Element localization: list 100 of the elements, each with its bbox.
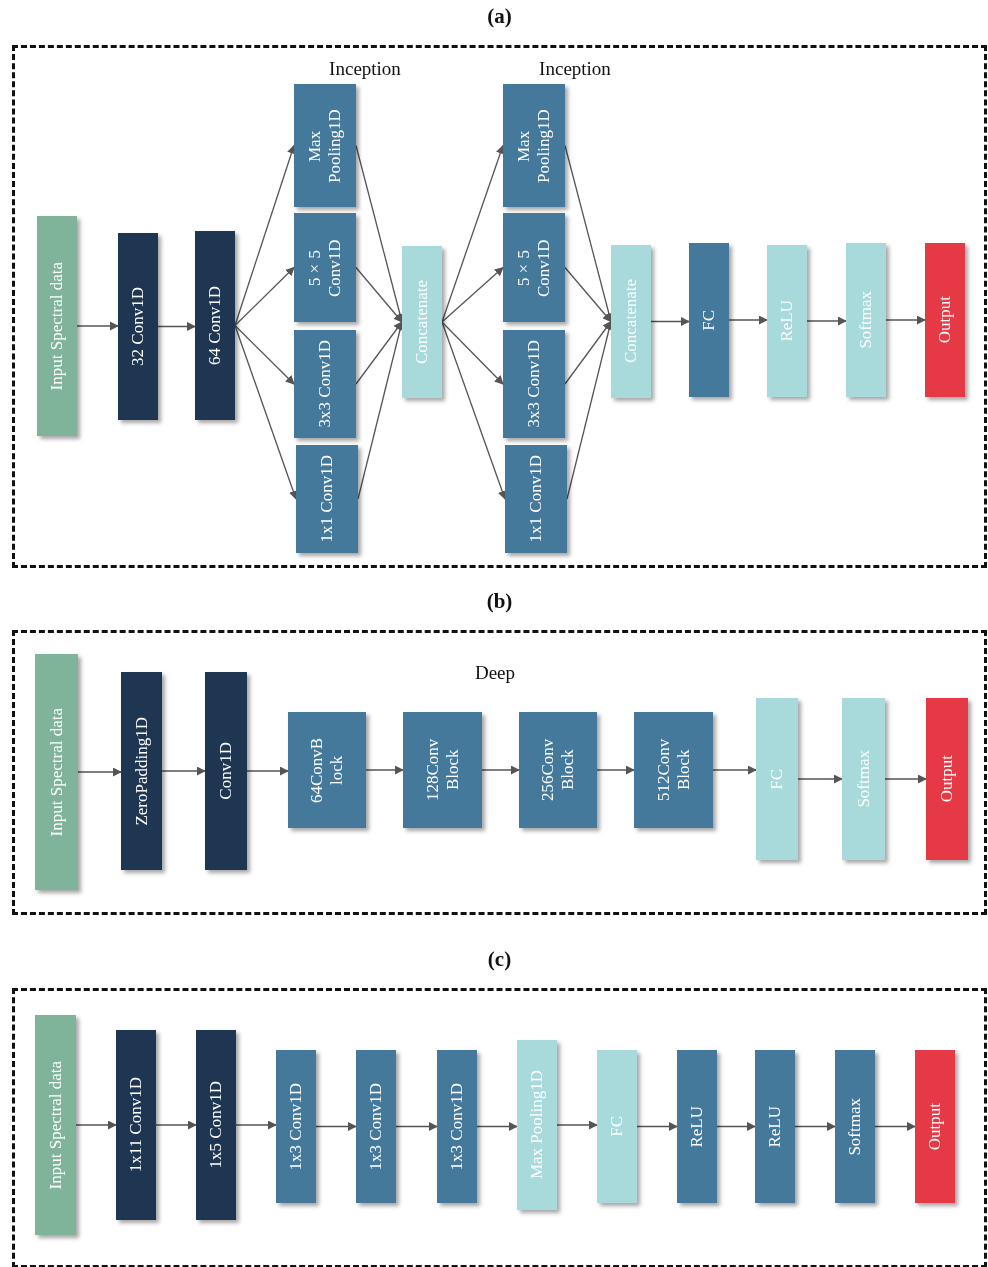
layer-box (767, 245, 807, 397)
layer-box (842, 698, 885, 860)
layer-box (288, 712, 366, 828)
layer-label: Concatenate (621, 279, 641, 364)
layer-label: Max Pooling1D (514, 107, 554, 185)
layer-box (503, 213, 565, 322)
layer-label: 64ConvB lock (307, 736, 347, 805)
arrow (476, 1122, 518, 1131)
layer-label: Softmax (845, 1097, 865, 1156)
arrow (157, 322, 196, 331)
layer-box (205, 672, 247, 870)
layer-label: 512Conv Block (653, 737, 694, 804)
layer-label: 32 Conv1D (128, 287, 148, 366)
layer-box (196, 1030, 236, 1220)
layer-box (846, 243, 886, 397)
arrow (315, 1122, 357, 1131)
arrow (155, 1120, 197, 1130)
arrow (885, 315, 926, 325)
arrow (596, 765, 635, 775)
layer-box (689, 243, 729, 397)
layer-label: 1x11 Conv1D (126, 1077, 146, 1173)
panel-title: (c) (486, 947, 513, 972)
arrow (355, 321, 403, 385)
arrow (556, 1120, 598, 1130)
layer-box (276, 1050, 316, 1203)
layer-label: 1x3 Conv1D (286, 1082, 306, 1171)
arrow (77, 767, 122, 777)
layer-box (118, 233, 158, 420)
layer-box (403, 712, 482, 828)
layer-box (195, 231, 235, 420)
layer-box (611, 245, 651, 398)
layer-box (402, 246, 442, 398)
arrow (794, 1122, 836, 1131)
panel-title: (a) (486, 4, 513, 29)
group-label: Inception (539, 58, 611, 80)
arrow (716, 1122, 756, 1131)
layer-box (121, 672, 162, 870)
layer-label: Max Pooling1D (305, 107, 345, 185)
layer-box (116, 1030, 156, 1220)
arrow (235, 1120, 277, 1130)
layer-label: Max Pooling1D (527, 1070, 547, 1180)
layer-box (756, 698, 798, 860)
arrow (355, 266, 403, 323)
layer-box (296, 445, 358, 553)
layer-label: Output (937, 755, 957, 803)
layer-box (519, 712, 597, 828)
layer-label: 1x5 Conv1D (206, 1081, 226, 1169)
layer-label: Output (925, 1102, 945, 1151)
layer-label: 256Conv Block (538, 737, 578, 804)
layer-label: 5×5 Conv1D (514, 237, 554, 299)
arrow (75, 1120, 117, 1130)
layer-box (517, 1040, 557, 1210)
layer-box (437, 1050, 477, 1203)
layer-label: 1x3 Conv1D (366, 1082, 386, 1171)
layer-label: 3x3 Conv1D (524, 340, 544, 428)
layer-box (294, 213, 356, 322)
layer-label: 1x3 Conv1D (447, 1082, 467, 1171)
layer-label: Conv1D (216, 742, 236, 800)
layer-label: Softmax (856, 291, 876, 349)
arrow (395, 1122, 438, 1131)
arrow (797, 774, 843, 784)
arrow (441, 266, 504, 323)
layer-label: FC (607, 1116, 627, 1137)
layer-box (505, 445, 567, 553)
layer-label: 64 Conv1D (205, 286, 225, 365)
layer-box (597, 1050, 637, 1203)
layer-label: Input Spectral data (46, 707, 67, 837)
arrow (76, 321, 119, 331)
layer-box (915, 1050, 955, 1203)
layer-box (677, 1050, 717, 1203)
layer-label: 5×5 Conv1D (305, 237, 345, 299)
layer-box (926, 698, 968, 860)
arrow (884, 774, 927, 784)
layer-box (755, 1050, 795, 1203)
layer-box (37, 216, 77, 436)
layer-box (35, 1015, 76, 1235)
layer-label: FC (699, 309, 719, 331)
arrow (636, 1122, 678, 1131)
arrow (246, 766, 289, 776)
panel-title: (b) (485, 589, 514, 614)
layer-label: 128Conv Block (422, 737, 463, 804)
layer-label: Input Spectral data (45, 1060, 66, 1190)
arrow (234, 324, 295, 385)
layer-label: Output (935, 296, 955, 344)
arrow (161, 766, 206, 776)
layer-label: 1x1 Conv1D (526, 455, 546, 543)
layer-label: Softmax (853, 750, 874, 808)
layer-label: ZeroPadding1D (131, 716, 152, 826)
layer-box (634, 712, 713, 828)
arrow (234, 266, 295, 327)
arrow (441, 321, 504, 385)
layer-box (356, 1050, 396, 1203)
layer-box (294, 330, 356, 438)
layer-box (925, 243, 965, 397)
layer-box (503, 330, 565, 438)
arrow (481, 765, 520, 775)
layer-label: ReLU (777, 300, 797, 342)
arrow (806, 316, 847, 326)
arrow (728, 315, 768, 325)
arrow (874, 1122, 916, 1131)
